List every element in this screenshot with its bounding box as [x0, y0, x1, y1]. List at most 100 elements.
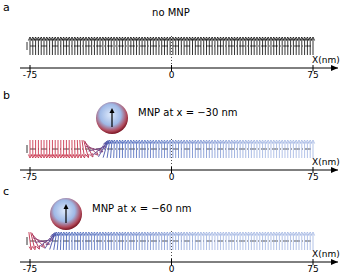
- tick-label: 0: [169, 71, 175, 80]
- spin-arrow: [241, 140, 244, 158]
- spin-arrow: [98, 37, 101, 55]
- spin-arrow: [121, 37, 124, 55]
- spin-arrow: [236, 232, 239, 250]
- spin-arrow: [278, 140, 281, 158]
- spin-arrow: [152, 37, 155, 55]
- panel-letter: c: [3, 186, 9, 197]
- spin-arrow: [202, 232, 205, 250]
- spin-arrow: [261, 232, 264, 250]
- spin-arrow: [163, 140, 166, 158]
- tick-label: -75: [23, 265, 38, 274]
- spin-arrow: [309, 37, 312, 55]
- spin-arrow: [68, 37, 71, 55]
- spin-arrow: [230, 37, 233, 55]
- axis-label: X(nm): [312, 56, 340, 65]
- spin-arrow: [278, 37, 281, 55]
- spin-arrow: [65, 140, 68, 158]
- spin-arrow: [244, 37, 247, 55]
- spin-arrow: [297, 232, 300, 250]
- spin-arrow: [216, 232, 219, 250]
- spin-arrow: [79, 232, 82, 250]
- spin-arrow: [115, 37, 118, 55]
- spin-arrow: [96, 232, 99, 250]
- spin-arrow: [45, 37, 48, 55]
- spin-arrow: [126, 140, 129, 158]
- spin-arrow: [79, 37, 82, 55]
- tick-label: 75: [307, 265, 318, 274]
- spin-arrow: [48, 140, 51, 158]
- spin-arrow: [281, 37, 284, 55]
- spin-arrow: [126, 37, 129, 55]
- spin-arrow: [168, 37, 171, 55]
- spin-arrow: [143, 140, 146, 158]
- panel-note: no MNP: [152, 8, 190, 18]
- spin-arrow: [110, 232, 113, 250]
- spin-arrow: [154, 232, 157, 250]
- spin-arrow: [191, 232, 194, 250]
- spin-arrow: [138, 140, 141, 158]
- spin-arrow: [90, 232, 93, 250]
- spin-arrow: [40, 37, 43, 55]
- spin-arrow: [104, 232, 107, 250]
- spin-arrow: [185, 140, 188, 158]
- spin-arrow: [264, 140, 267, 158]
- spin-arrow: [303, 140, 306, 158]
- spin-arrow: [146, 140, 149, 158]
- spin-arrow: [34, 37, 37, 55]
- spin-arrow: [233, 37, 236, 55]
- spin-arrow: [70, 37, 73, 55]
- spin-arrow: [199, 140, 202, 158]
- spin-arrow: [135, 37, 138, 55]
- spin-arrow: [275, 37, 278, 55]
- spin-arrow: [45, 140, 48, 158]
- spin-arrow: [194, 232, 197, 250]
- spin-arrow: [292, 232, 295, 250]
- tick-label: -75: [23, 173, 38, 182]
- spin-arrow: [208, 37, 211, 55]
- spin-arrow: [166, 37, 169, 55]
- spin-arrow: [289, 232, 292, 250]
- spin-arrow: [306, 140, 309, 158]
- spin-arrow: [286, 37, 289, 55]
- spin-arrow: [121, 232, 124, 250]
- spin-arrow: [51, 37, 54, 55]
- spin-arrow: [56, 140, 59, 158]
- spin-arrow: [253, 140, 256, 158]
- spin-arrow: [244, 140, 247, 158]
- spin-arrow: [107, 232, 110, 250]
- spin-arrow: [54, 140, 57, 158]
- spin-arrow: [269, 140, 272, 158]
- spin-arrow: [174, 232, 177, 250]
- spin-arrow: [247, 232, 250, 250]
- spin-arrow: [40, 140, 43, 158]
- spin-arrow: [239, 140, 242, 158]
- spin-arrow: [107, 37, 110, 55]
- spin-arrow: [180, 37, 183, 55]
- spin-arrow: [239, 232, 242, 250]
- spin-arrow: [180, 232, 183, 250]
- spin-arrow: [110, 37, 113, 55]
- x-axis: [20, 262, 338, 263]
- spin-arrow: [171, 37, 174, 55]
- spin-arrow: [255, 232, 258, 250]
- spin-arrow: [42, 140, 45, 158]
- end-tick: [27, 237, 28, 245]
- spin-arrow: [188, 140, 191, 158]
- spin-arrow: [236, 37, 239, 55]
- spin-arrow: [96, 37, 99, 55]
- spin-arrow: [62, 140, 65, 158]
- spin-arrow: [183, 37, 186, 55]
- panel: [20, 36, 338, 71]
- spin-arrow: [160, 140, 163, 158]
- spin-arrow: [211, 232, 214, 250]
- spin-arrow: [126, 232, 129, 250]
- spin-arrow: [306, 232, 309, 250]
- mnp-position: MNP at x = −30 nm: [138, 108, 238, 118]
- spin-arrow: [129, 37, 132, 55]
- spin-arrow: [264, 232, 267, 250]
- spin-arrow: [149, 37, 152, 55]
- spin-arrow: [295, 232, 298, 250]
- spin-arrow: [168, 232, 171, 250]
- spin-arrow: [157, 37, 160, 55]
- spin-arrow: [76, 37, 79, 55]
